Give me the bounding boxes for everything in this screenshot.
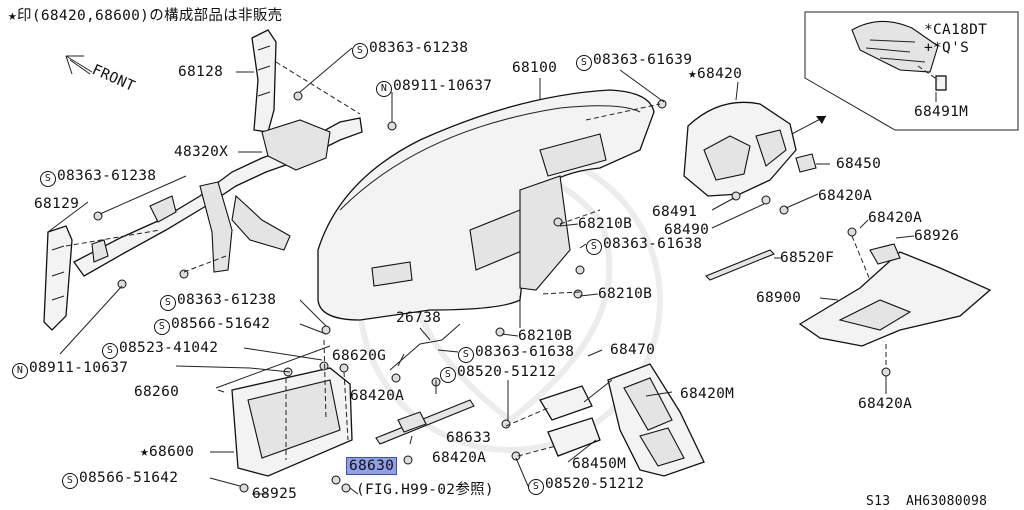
part-number: 08363-61238 — [177, 292, 277, 308]
s-mark-icon: S — [528, 479, 544, 495]
part-label-48320x[interactable]: 48320X — [174, 144, 229, 160]
part-68600-glove-box — [215, 345, 353, 477]
part-label-68420a-5[interactable]: 68420A — [858, 396, 913, 412]
part-label-68600[interactable]: ★68600 — [140, 444, 195, 460]
part-label-68450m[interactable]: 68450M — [572, 456, 627, 472]
part-number: 08363-61238 — [57, 168, 157, 184]
leader-lines — [47, 47, 937, 495]
part-68450m — [547, 417, 601, 457]
part-label-68210b-2[interactable]: 68210B — [598, 286, 653, 302]
part-number: 08363-61638 — [475, 344, 575, 360]
s-mark-icon: S — [440, 367, 456, 383]
n-mark-icon: N — [376, 81, 392, 97]
part-label-68420m[interactable]: 68420M — [680, 386, 735, 402]
part-label-68450[interactable]: 68450 — [836, 156, 882, 172]
part-label-68470[interactable]: 68470 — [610, 342, 656, 358]
part-label-68420a-4[interactable]: 68420A — [868, 210, 923, 226]
fasteners — [93, 91, 891, 493]
part-label-68129[interactable]: 68129 — [34, 196, 80, 212]
s-mark-icon: S — [102, 343, 118, 359]
part-number: 08520-51212 — [457, 364, 557, 380]
part-label-68630-highlighted[interactable]: 68630 — [345, 457, 398, 475]
s-mark-icon: S — [40, 171, 56, 187]
part-label-68900[interactable]: 68900 — [756, 290, 802, 306]
part-number: 08911-10637 — [29, 360, 129, 376]
s-mark-icon: S — [586, 239, 602, 255]
s-mark-icon: S — [160, 295, 176, 311]
s-mark-icon: S — [576, 55, 592, 71]
s-mark-icon: S — [458, 347, 474, 363]
part-label-68491[interactable]: 68491 — [652, 204, 698, 220]
part-number: 08520-51212 — [545, 476, 645, 492]
part-68470 — [539, 385, 593, 421]
part-number: 08911-10637 — [393, 78, 493, 94]
inset-arrow-head — [816, 116, 826, 124]
part-68129-bracket — [43, 225, 73, 331]
part-number: 08363-61638 — [603, 236, 703, 252]
part-68420m-console — [607, 363, 705, 477]
part-label-26738[interactable]: 26738 — [396, 310, 442, 326]
footer-section: S13 — [866, 494, 891, 509]
part-68900-lower-panel — [798, 243, 992, 347]
part-label-68100[interactable]: 68100 — [512, 60, 558, 76]
part-number: 08363-61238 — [369, 40, 469, 56]
part-label-68210b-3[interactable]: 68210B — [518, 328, 573, 344]
part-68128-bracket — [251, 29, 277, 133]
s-mark-icon: S — [62, 473, 78, 489]
assembly-dashed-lines — [65, 61, 887, 460]
part-label-68420[interactable]: ★68420 — [688, 66, 743, 82]
header-note: ★印(68420,68600)の構成部品は非販売 — [8, 8, 283, 24]
part-number: 08363-61639 — [593, 52, 693, 68]
part-label-68420a-1[interactable]: 68420A — [350, 388, 405, 404]
part-68520f-strip — [705, 249, 775, 281]
part-label-68260[interactable]: 68260 — [134, 384, 180, 400]
inset-line1: *CA18DT — [924, 22, 988, 38]
part-label-68490[interactable]: 68490 — [664, 222, 710, 238]
inset-line2: +*Q'S — [924, 40, 970, 56]
part-label-68633[interactable]: 68633 — [446, 430, 492, 446]
figure-reference[interactable]: (FIG.H99-02参照) — [356, 482, 494, 498]
part-68633-clip — [397, 411, 427, 433]
n-mark-icon: N — [12, 363, 28, 379]
part-label-68520f[interactable]: 68520F — [780, 250, 835, 266]
front-arrow-icon — [65, 55, 93, 75]
part-label-68620g[interactable]: 68620G — [332, 348, 387, 364]
part-26738-harness — [389, 323, 461, 371]
part-68450-vent — [795, 153, 817, 173]
footer-code: AH63080098 — [906, 494, 988, 509]
part-number: 08523-41042 — [119, 340, 219, 356]
part-68100-dash — [317, 89, 655, 321]
part-48320x-member — [73, 117, 363, 277]
part-label-68128[interactable]: 68128 — [178, 64, 224, 80]
part-number: 08566-51642 — [171, 316, 271, 332]
part-label-68210b-1[interactable]: 68210B — [578, 216, 633, 232]
part-label-68491m[interactable]: 68491M — [914, 104, 969, 120]
part-label-68926[interactable]: 68926 — [914, 228, 960, 244]
part-label-68420a-3[interactable]: 68420A — [818, 188, 873, 204]
part-number: 08566-51642 — [79, 470, 179, 486]
part-label-68925[interactable]: 68925 — [252, 486, 298, 502]
s-mark-icon: S — [352, 43, 368, 59]
s-mark-icon: S — [154, 319, 170, 335]
part-68420-cluster-lid — [683, 101, 797, 197]
part-label-68420a-2[interactable]: 68420A — [432, 450, 487, 466]
inset-box — [804, 11, 1019, 131]
